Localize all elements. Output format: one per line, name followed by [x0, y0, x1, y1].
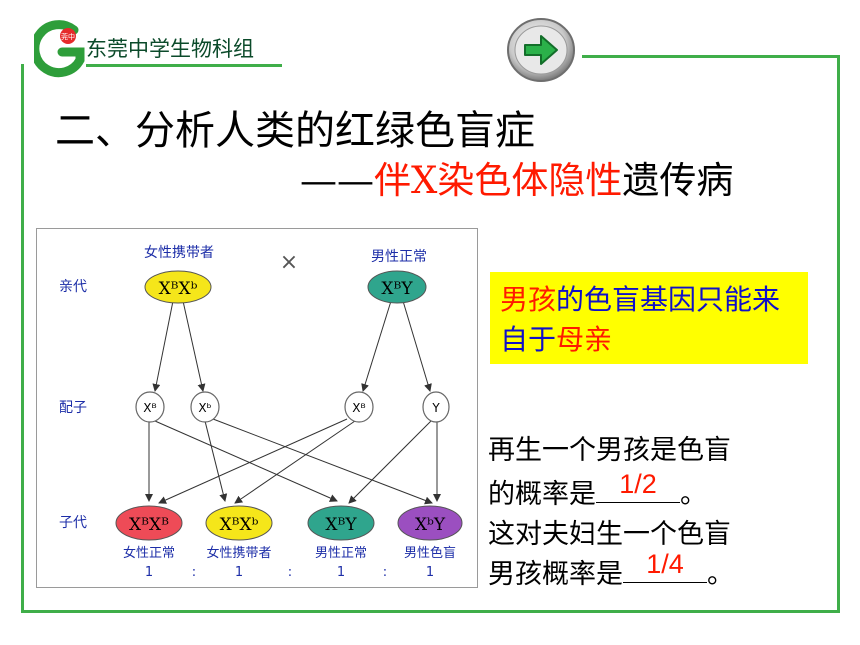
note-mother: 母亲 [556, 323, 613, 356]
answer-blank-2: 1/4 [623, 549, 707, 583]
note-middle: 的色盲基因只能来自于 [500, 283, 781, 356]
frame-top-left [86, 64, 282, 67]
offspring-node [115, 505, 183, 541]
cross-symbol: × [280, 250, 298, 275]
father-genotype: XᴮY [381, 279, 413, 299]
frame-bottom [21, 610, 840, 613]
inheritance-diagram: 亲代 配子 子代 女性携带者 男性正常 × XᴮXᵇ XᴮY Xᴮ Xᵇ Xᴮ … [36, 228, 478, 588]
gamete-label: Xᴮ [143, 401, 156, 415]
offspring-label: 女性携带者 [206, 545, 271, 561]
note-boy: 男孩 [500, 283, 557, 316]
line-g4-o3 [348, 420, 432, 504]
answer-2: 1/4 [646, 549, 684, 579]
offspring-label: 男性正常 [315, 546, 367, 561]
gamete-node [135, 391, 165, 423]
question2-end: 。 [707, 559, 734, 590]
frame-right [837, 55, 840, 612]
line-g2-o4 [212, 418, 433, 505]
question2-line2: 男孩概率是 1/4 。 [488, 549, 734, 591]
mother-node [144, 270, 212, 304]
offspring-genotype: XᴮY [325, 515, 357, 535]
question2-prefix: 男孩概率是 [488, 559, 623, 590]
row-label-gametes: 配子 [59, 400, 87, 416]
offspring-node [307, 505, 375, 541]
ratio-separator: : [383, 565, 387, 580]
question2-line1: 这对夫妇生一个色盲 [488, 519, 731, 550]
offspring-node [397, 505, 463, 541]
green-arrow-right-icon [524, 35, 558, 65]
offspring-ratio: 1 [235, 565, 243, 580]
line-g2-o2 [204, 420, 228, 502]
subtitle-dash: —— [300, 159, 374, 202]
question1-line1: 再生一个男孩是色盲 [488, 435, 731, 466]
ratio-separator: : [192, 565, 196, 580]
offspring-ratio: 1 [337, 565, 345, 580]
row-label-offspring: 子代 [59, 515, 87, 531]
page-title: 二、分析人类的红绿色盲症 [55, 108, 535, 154]
line-father-gamete3 [361, 300, 392, 392]
mother-label: 女性携带者 [144, 244, 214, 261]
question1-end: 。 [680, 479, 707, 510]
gamete-node [422, 391, 450, 423]
school-name: 东莞中学生物科组 [86, 37, 254, 61]
gamete-label: Xᵇ [198, 401, 211, 415]
line-g3-o2 [234, 420, 356, 504]
line-g3-o1 [158, 418, 348, 504]
offspring-node [205, 505, 273, 541]
line-mother-gamete2 [182, 300, 206, 392]
father-node [367, 270, 427, 304]
offspring-ratio: 1 [145, 565, 153, 580]
gamete-node [190, 391, 220, 423]
offspring-genotype: XᵇY [415, 515, 446, 535]
next-button[interactable] [505, 14, 577, 84]
school-logo-icon: 莞中 [34, 20, 85, 78]
offspring-genotype: XᴮXᴮ [129, 515, 169, 535]
gamete-label: Y [431, 401, 440, 415]
line-g1-o3 [154, 420, 338, 502]
line-mother-gamete1 [152, 300, 174, 392]
note-box: 男孩的色盲基因只能来自于母亲 [490, 272, 808, 364]
father-label: 男性正常 [371, 249, 427, 265]
frame-left [21, 64, 24, 613]
offspring-label: 女性正常 [123, 545, 175, 561]
offspring-ratio: 1 [426, 565, 434, 580]
question1-line2: 的概率是 1/2 。 [488, 469, 707, 511]
gamete-node [344, 391, 374, 423]
subtitle-highlight: 伴X染色体隐性 [374, 159, 623, 202]
row-label-parents: 亲代 [59, 279, 87, 295]
line-father-gamete4 [402, 300, 432, 392]
answer-1: 1/2 [619, 469, 657, 499]
offspring-genotype: XᴮXᵇ [220, 515, 259, 535]
mother-genotype: XᴮXᵇ [159, 279, 198, 299]
question1-prefix: 的概率是 [488, 479, 596, 510]
subtitle-suffix: 遗传病 [622, 159, 734, 202]
answer-blank-1: 1/2 [596, 469, 680, 503]
page-subtitle: ——伴X染色体隐性遗传病 [300, 150, 733, 204]
offspring-label: 男性色盲 [404, 545, 456, 561]
inheritance-diagram-svg: 亲代 配子 子代 女性携带者 男性正常 × XᴮXᵇ XᴮY Xᴮ Xᵇ Xᴮ … [59, 244, 463, 580]
frame-top-right [582, 55, 840, 58]
gamete-label: Xᴮ [352, 401, 365, 415]
logo-seal-text: 莞中 [61, 32, 75, 41]
ratio-separator: : [288, 565, 292, 580]
